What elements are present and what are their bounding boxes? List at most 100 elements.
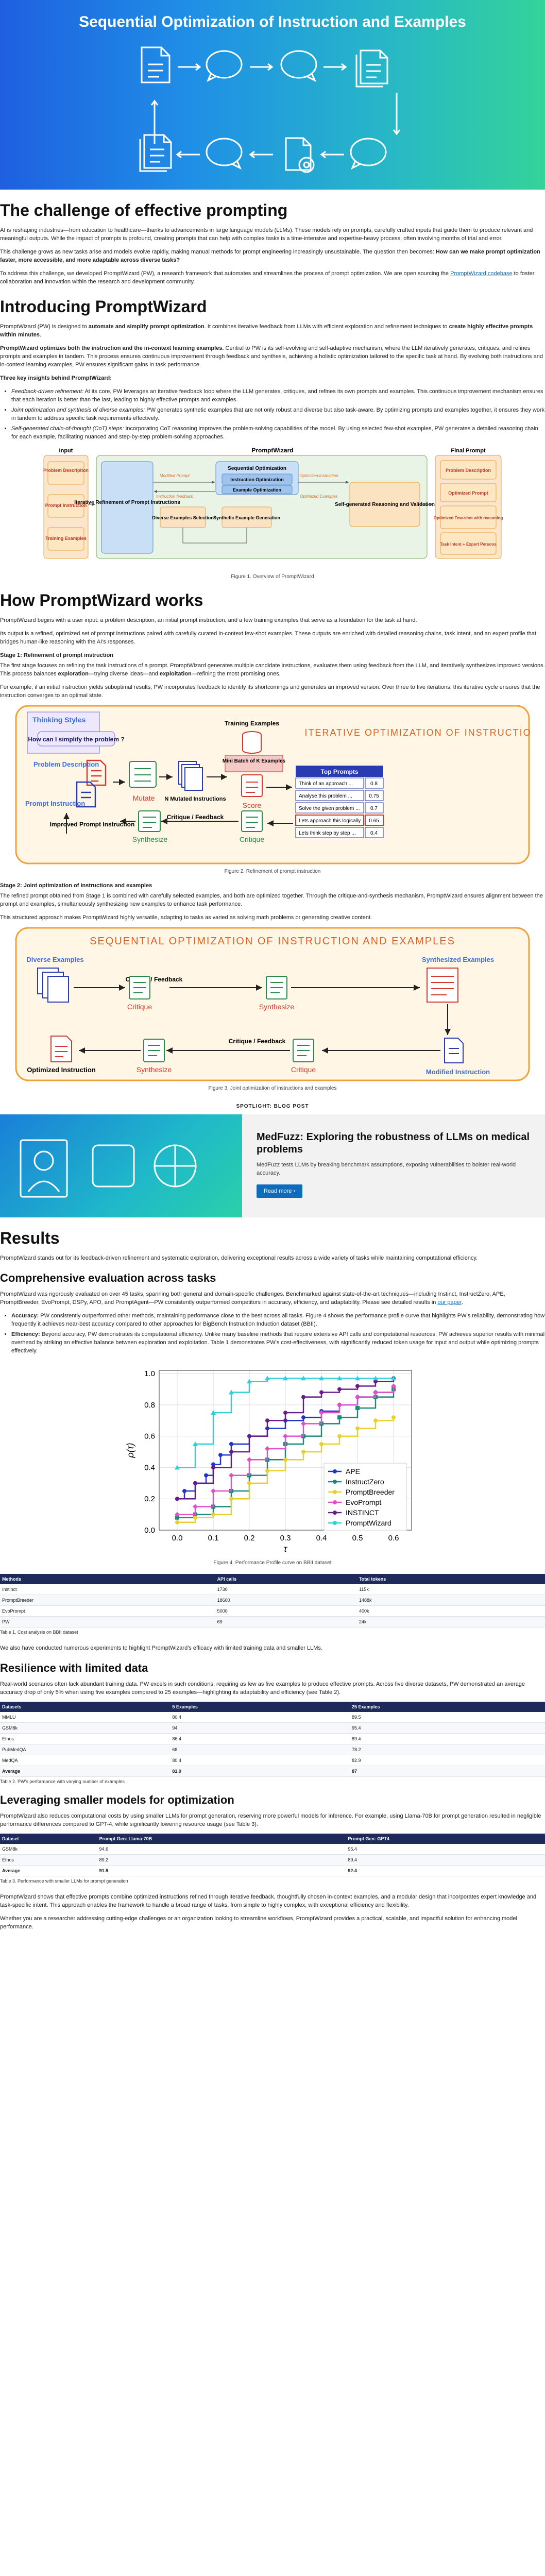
user-icon: [33, 1150, 54, 1171]
input-label: Input: [59, 448, 73, 454]
prompt-score: 0.65: [369, 818, 379, 824]
synthesize-label: Synthesize: [137, 1065, 172, 1074]
list-item: Joint optimization and synthesis of dive…: [11, 406, 545, 422]
data-point: [265, 1446, 270, 1451]
read-more-button[interactable]: Read more ›: [257, 1184, 303, 1198]
x-tick-label: 0.5: [352, 1534, 363, 1543]
bullet-lead: Joint optimization and synthesis of dive…: [11, 407, 145, 413]
data-point: [182, 1489, 186, 1494]
figure-joint-optimization: SEQUENTIAL OPTIMIZATION OF INSTRUCTION A…: [15, 927, 530, 1081]
y-tick-label: 0.4: [144, 1463, 155, 1472]
table-cell: GSM8k: [0, 1844, 97, 1855]
table-cell: 1730: [215, 1584, 357, 1595]
paper-link[interactable]: our paper: [437, 1299, 462, 1306]
data-point: [301, 1376, 306, 1381]
data-point: [355, 1384, 360, 1388]
data-point: [319, 1376, 324, 1381]
figure-overview: Input Problem Description Prompt Instruc…: [41, 446, 504, 570]
paragraph: The refined prompt obtained from Stage 1…: [0, 893, 543, 907]
iterative-refinement: Iterative Refinement of Prompt Instructi…: [74, 500, 180, 505]
data-point: [193, 1515, 197, 1520]
prompt-row: Think of an approach ...: [299, 781, 353, 787]
table-cell: 68: [170, 1744, 350, 1755]
legend-entry: INSTINCT: [346, 1509, 379, 1517]
data-point: [301, 1450, 305, 1454]
section-heading: Results: [0, 1229, 60, 1247]
data-point: [355, 1394, 360, 1400]
table-cell: 24k: [356, 1616, 545, 1628]
paragraph: Whether you are a researcher addressing …: [0, 1916, 517, 1930]
table-cell: 82.9: [350, 1755, 545, 1766]
synthesize-label: Synthesize: [259, 1003, 295, 1011]
output-optimized-fewshot: Optimized Few-shot with reasoning: [434, 516, 503, 520]
legend-entry: EvoPrompt: [346, 1498, 381, 1506]
section-heading: Introducing PromptWizard: [0, 297, 207, 316]
table-cell: 81.9: [170, 1766, 350, 1777]
paragraph: PromptWizard stands out for its feedback…: [0, 1255, 478, 1261]
critique-label: Critique: [291, 1065, 316, 1074]
document-icon: [50, 1036, 72, 1062]
text: The first stage focuses on refining the …: [0, 663, 545, 677]
data-point: [204, 1473, 208, 1478]
table-cell: 18600: [215, 1595, 357, 1606]
data-point: [355, 1426, 360, 1431]
data-point: [301, 1395, 305, 1399]
data-point: [337, 1387, 342, 1392]
codebase-link[interactable]: PromptWizard codebase: [450, 270, 513, 277]
table-cell: 86.4: [170, 1733, 350, 1744]
paragraph: PromptWizard begins with a user input: a…: [0, 617, 417, 623]
table-cell: MedQA: [0, 1755, 171, 1766]
list-item: Self-generated chain-of-thought (CoT) st…: [11, 425, 545, 441]
text: Central to PW is its self-evolving and s…: [0, 345, 543, 368]
table-header: Prompt Gen: GPT4: [346, 1834, 545, 1844]
instruction-optimization: Instruction Optimization: [230, 477, 284, 482]
data-point: [355, 1405, 360, 1410]
modified-prompt-label: Modified Prompt: [160, 473, 190, 478]
data-point: [337, 1434, 342, 1438]
table-cell: 91.9: [97, 1865, 346, 1876]
table-cell: 95.4: [350, 1722, 545, 1734]
optimized-examples-label: Optimized Examples: [300, 494, 337, 499]
data-point: [211, 1410, 216, 1415]
output-problem-description: Problem Description: [446, 468, 491, 473]
legend-marker: [333, 1511, 337, 1515]
data-point: [319, 1410, 324, 1416]
paragraph: We also have conducted numerous experime…: [0, 1645, 322, 1651]
paragraph: PromptWizard shows that effective prompt…: [0, 1894, 537, 1908]
synthesize-icon: [266, 976, 287, 999]
hero-title: Sequential Optimization of Instruction a…: [79, 13, 466, 30]
prompt-row: Lets think step by step ...: [299, 831, 356, 836]
y-tick-label: 1.0: [144, 1369, 155, 1378]
data-point: [337, 1415, 342, 1420]
thinking-styles-label: Thinking Styles: [32, 716, 86, 724]
paragraph: PromptWizard was rigorously evaluated on…: [0, 1290, 545, 1307]
iterative-optimization-banner: ITERATIVE OPTIMIZATION OF INSTRUCTION: [304, 727, 530, 738]
document-icon: [76, 781, 96, 808]
paragraph: PromptWizard also reduces computational …: [0, 1813, 541, 1827]
data-point: [391, 1376, 396, 1381]
modified-instruction-label: Modified Instruction: [426, 1068, 490, 1076]
spotlight-card[interactable]: MedFuzz: Exploring the robustness of LLM…: [0, 1114, 545, 1217]
bullet-lead: Efficiency:: [11, 1331, 40, 1337]
table-cell: 115k: [356, 1584, 545, 1595]
bullet-lead: Accuracy:: [11, 1313, 39, 1319]
data-point: [265, 1418, 269, 1423]
series-line: [177, 1377, 394, 1468]
bullet-text: Beyond accuracy, PW demonstrates its com…: [11, 1331, 545, 1354]
paragraph: Its output is a refined, optimized set o…: [0, 631, 537, 645]
legend-marker: [333, 1469, 337, 1473]
legend-marker: [333, 1490, 337, 1494]
data-point: [373, 1389, 378, 1395]
data-point: [247, 1457, 252, 1463]
improved-prompt-label: Improved Prompt Instruction: [50, 821, 135, 828]
document-icon: [444, 1038, 464, 1063]
data-point: [319, 1390, 323, 1395]
table-header: 5 Examples: [170, 1702, 350, 1712]
chip-icon: [92, 1144, 135, 1188]
spotlight-title[interactable]: MedFuzz: Exploring the robustness of LLM…: [257, 1131, 530, 1155]
